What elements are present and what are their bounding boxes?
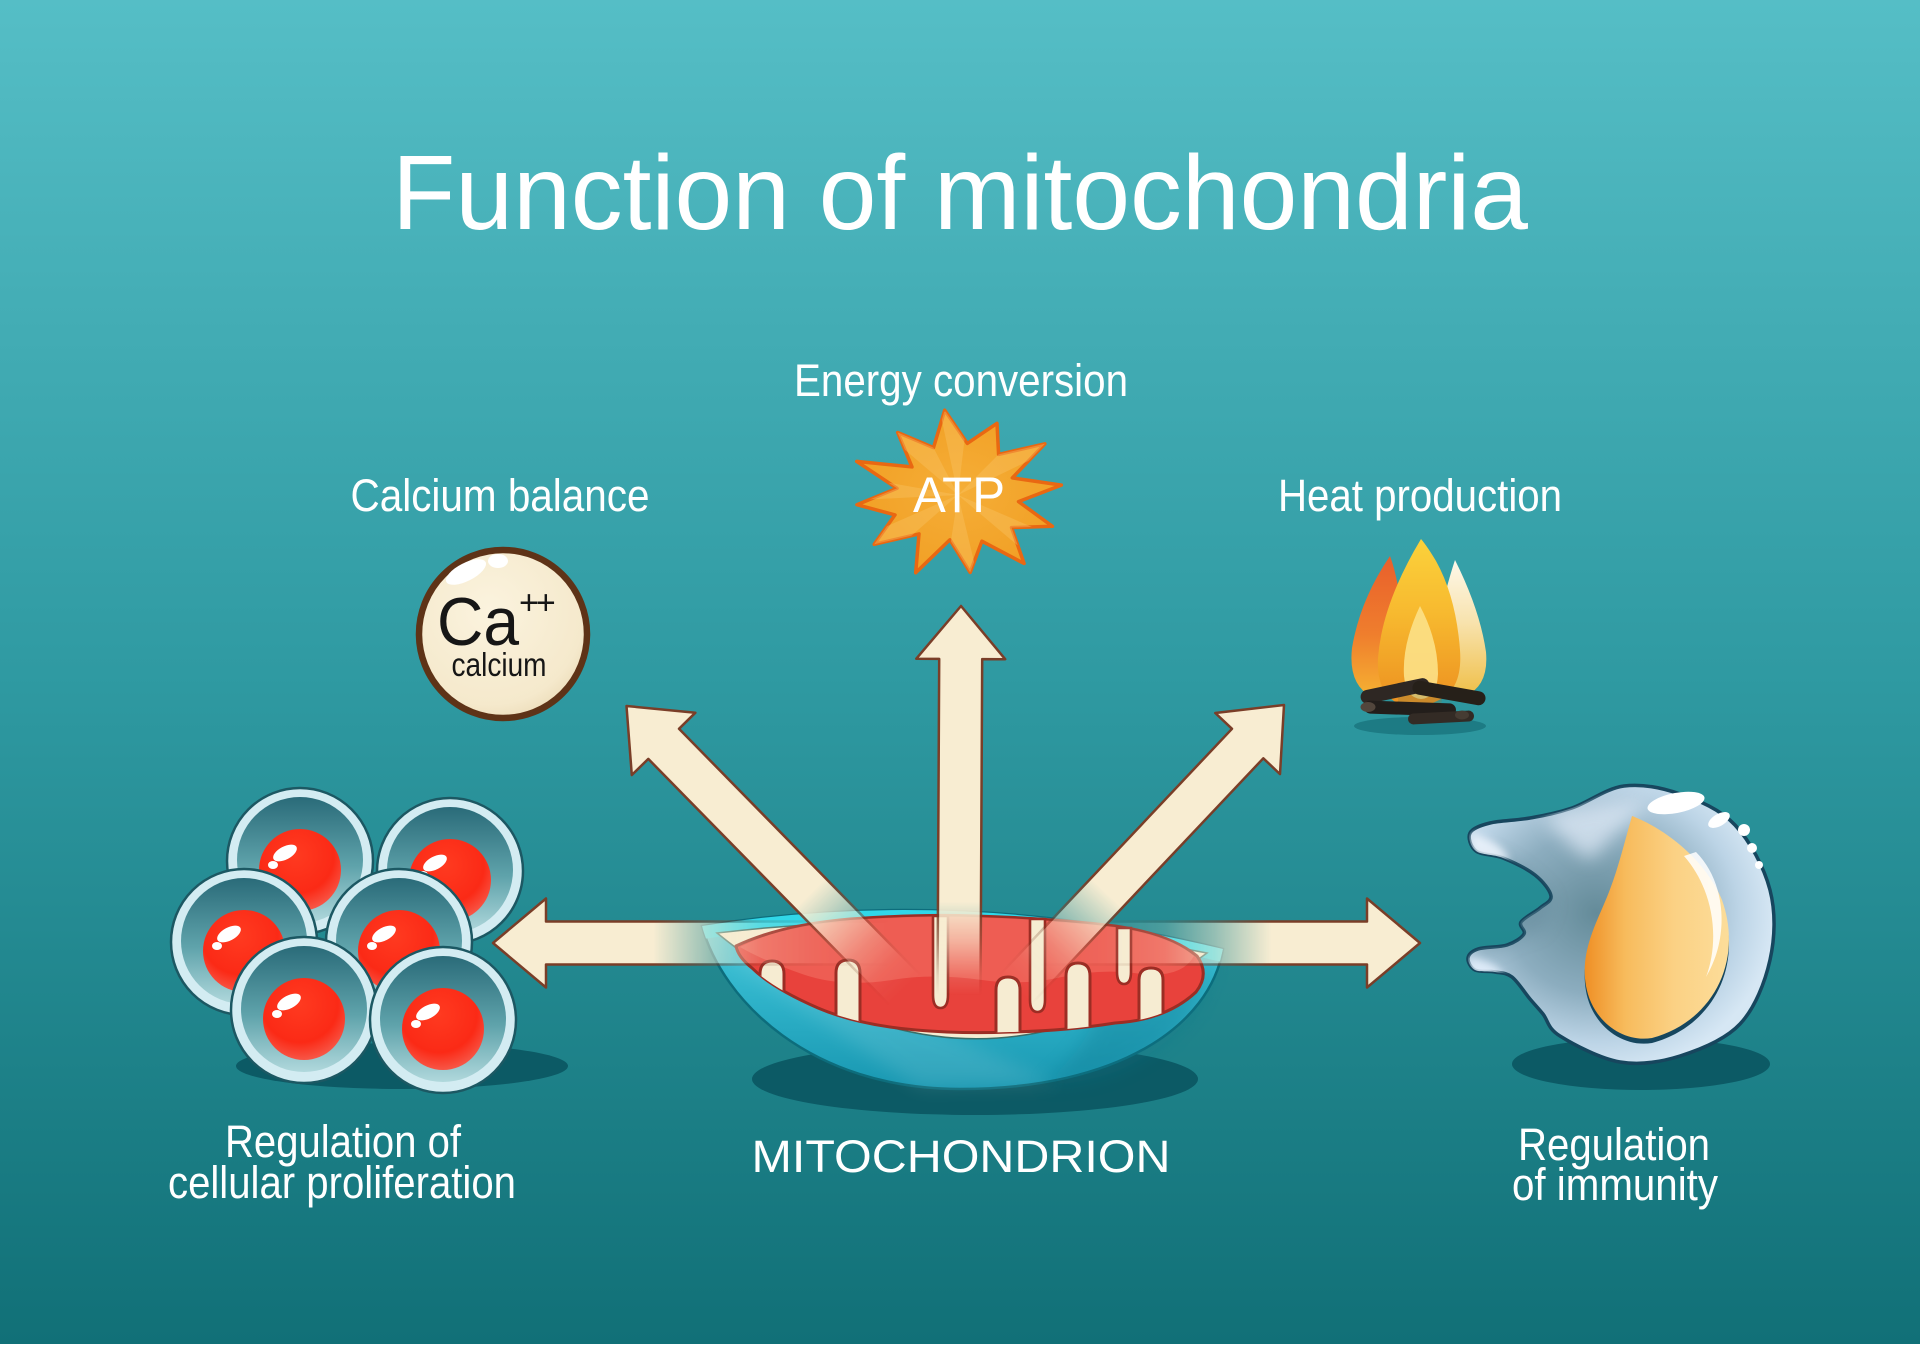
svg-text:++: ++ <box>519 584 555 622</box>
svg-text:Energy conversion: Energy conversion <box>794 355 1128 406</box>
svg-text:Ca: Ca <box>437 584 519 660</box>
svg-text:Calcium balance: Calcium balance <box>351 470 650 521</box>
svg-text:MITOCHONDRION: MITOCHONDRION <box>752 1131 1171 1182</box>
svg-text:of immunity: of immunity <box>1512 1159 1718 1210</box>
svg-text:Regulation: Regulation <box>1518 1119 1710 1170</box>
svg-text:cellular proliferation: cellular proliferation <box>168 1157 516 1208</box>
svg-text:Function of mitochondria: Function of mitochondria <box>392 134 1528 252</box>
svg-text:calcium: calcium <box>452 646 547 683</box>
svg-text:Regulation of: Regulation of <box>225 1116 461 1167</box>
svg-text:Heat production: Heat production <box>1278 470 1562 521</box>
svg-text:ATP: ATP <box>913 467 1005 523</box>
